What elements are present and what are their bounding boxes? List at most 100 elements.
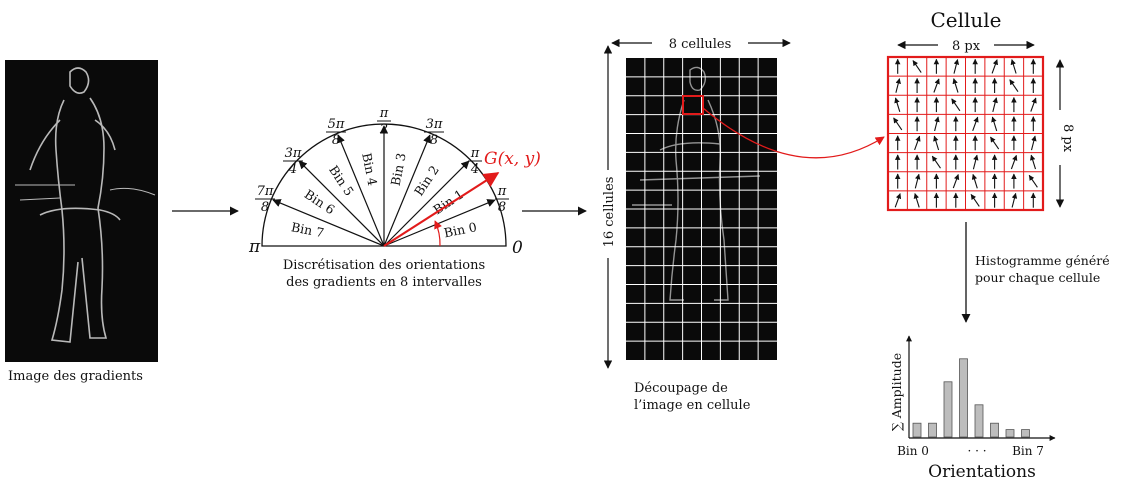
pixel-gradient-arrow	[933, 135, 940, 151]
angle-5pi-8-label: 5π 8	[326, 117, 346, 148]
svg-text:3π: 3π	[285, 146, 302, 161]
pixel-gradient-arrow	[972, 116, 979, 131]
bin-label: Bin 7	[290, 219, 326, 240]
pixel-gradient-arrow	[895, 78, 901, 93]
pixel-gradient-arrow	[1030, 135, 1037, 151]
hist-tick-last: Bin 7	[1012, 444, 1044, 458]
angle-3pi-8-label: 3π 8	[424, 117, 444, 148]
pixel-gradient-arrow	[1009, 79, 1019, 93]
svg-text:4: 4	[288, 162, 297, 177]
hist-bar	[990, 422, 999, 438]
pixel-gradient-arrow	[931, 155, 941, 169]
angle-pi-8-label: π 8	[495, 184, 509, 215]
pixel-gradient-arrow	[970, 193, 980, 207]
bin-label: Bin 4	[359, 152, 380, 187]
svg-text:2: 2	[379, 122, 388, 137]
angle-pi-4-label: π 4	[468, 146, 482, 177]
hist-bar	[1005, 429, 1015, 438]
orientation-spoke	[337, 134, 385, 247]
hist-bar	[974, 404, 984, 438]
angle-0-label: 0	[512, 238, 523, 258]
pixel-gradient-arrow	[1010, 59, 1017, 74]
hist-xlabel: Orientations	[928, 462, 1036, 482]
orientation-spoke	[383, 160, 470, 247]
bin-label: Bin 3	[388, 152, 409, 187]
orientation-spoke	[272, 199, 385, 247]
pixel-gradient-arrow	[1030, 97, 1037, 112]
pixel-gradient-arrow	[934, 116, 940, 132]
cell-detail: Cellule 8 px 8 px	[886, 8, 1075, 212]
pixel-gradient-arrow	[992, 97, 998, 113]
hist-bar	[959, 358, 968, 438]
selected-cell-highlight	[682, 95, 704, 115]
svg-text:8: 8	[430, 133, 438, 148]
hist-ylabel: ∑ Amplitude	[889, 353, 904, 431]
svg-text:3π: 3π	[426, 117, 443, 132]
discretization-caption-1: Discrétisation des orientations	[283, 258, 485, 273]
bin-label: Bin 0	[443, 219, 479, 240]
svg-text:4: 4	[470, 162, 479, 177]
angle-arc	[434, 220, 442, 247]
pixel-gradient-arrow	[972, 154, 979, 170]
gradient-vector-label: G(x, y)	[484, 149, 541, 169]
histogram: ∑ Amplitude Bin 0 · · · Bin 7 Orientatio…	[889, 335, 1056, 482]
pixel-gradient-arrow	[1011, 192, 1018, 208]
hist-bar	[1021, 429, 1030, 438]
pixel-gradient-arrow	[914, 173, 921, 189]
angle-pi-2-label: π 2	[377, 106, 391, 137]
cell-width-label: 8 px	[952, 39, 981, 54]
grid-caption-2: l’image en cellule	[634, 398, 751, 413]
discretization-caption-2: des gradients en 8 intervalles	[286, 275, 482, 290]
gradient-image-caption: Image des gradients	[8, 369, 143, 384]
pixel-gradient-arrow	[1010, 154, 1018, 170]
pixel-gradient-arrow	[933, 78, 940, 93]
histogram-note-1: Histogramme généré	[975, 253, 1110, 268]
zoom-connector-arrow	[702, 107, 885, 159]
orientation-spoke	[298, 160, 385, 247]
angle-3pi-4-label: 3π 4	[283, 146, 303, 177]
pixel-gradient-arrow	[971, 173, 978, 189]
pixel-gradient-arrow	[952, 78, 959, 93]
cell-title: Cellule	[930, 8, 1001, 32]
svg-text:8: 8	[261, 200, 269, 215]
grid-caption-1: Découpage de	[634, 381, 728, 396]
pixel-gradient-arrow	[914, 135, 921, 151]
pixel-gradient-arrow	[991, 59, 998, 74]
gradient-vector-arrow	[383, 172, 500, 247]
bin-label: Bin 6	[302, 186, 338, 217]
svg-text:π: π	[470, 146, 480, 161]
hist-bar	[943, 381, 953, 438]
pixel-gradient-arrow	[913, 192, 920, 208]
cell-grid-panel: 8 cellules 16 cellules Découpage de l’im…	[602, 37, 791, 413]
grid-cols-label: 8 cellules	[669, 37, 732, 52]
orientation-spoke	[383, 134, 431, 247]
hist-tick-first: Bin 0	[897, 444, 929, 458]
gradient-image: Image des gradients	[5, 60, 158, 384]
pixel-gradient-arrow	[991, 116, 998, 132]
pixel-gradient-arrow	[894, 193, 902, 208]
hist-bar	[928, 422, 937, 438]
svg-text:π: π	[379, 106, 389, 121]
svg-text:7π: 7π	[257, 184, 274, 199]
pixel-gradient-arrow	[990, 136, 1000, 150]
pixel-gradient-arrow	[952, 173, 960, 189]
grid-rows-label: 16 cellules	[602, 177, 617, 248]
cell-height-label: 8 px	[1060, 124, 1075, 153]
pixel-gradient-arrow	[1030, 154, 1037, 170]
svg-text:8: 8	[498, 200, 506, 215]
pixel-gradient-arrow	[894, 97, 901, 112]
svg-text:5π: 5π	[328, 117, 345, 132]
pixel-gradient-arrow	[893, 117, 903, 131]
hist-bar	[912, 422, 922, 438]
pixel-gradient-arrow	[951, 98, 961, 112]
svg-text:π: π	[497, 184, 507, 199]
pixel-gradient-arrow	[1028, 174, 1038, 188]
svg-text:8: 8	[332, 133, 340, 148]
angle-7pi-8-label: 7π 8	[255, 184, 275, 215]
pixel-gradient-arrow	[912, 60, 922, 73]
histogram-note-2: pour chaque cellule	[975, 270, 1100, 285]
hist-tick-dots: · · ·	[967, 444, 986, 458]
angle-pi-label: π	[248, 237, 261, 257]
